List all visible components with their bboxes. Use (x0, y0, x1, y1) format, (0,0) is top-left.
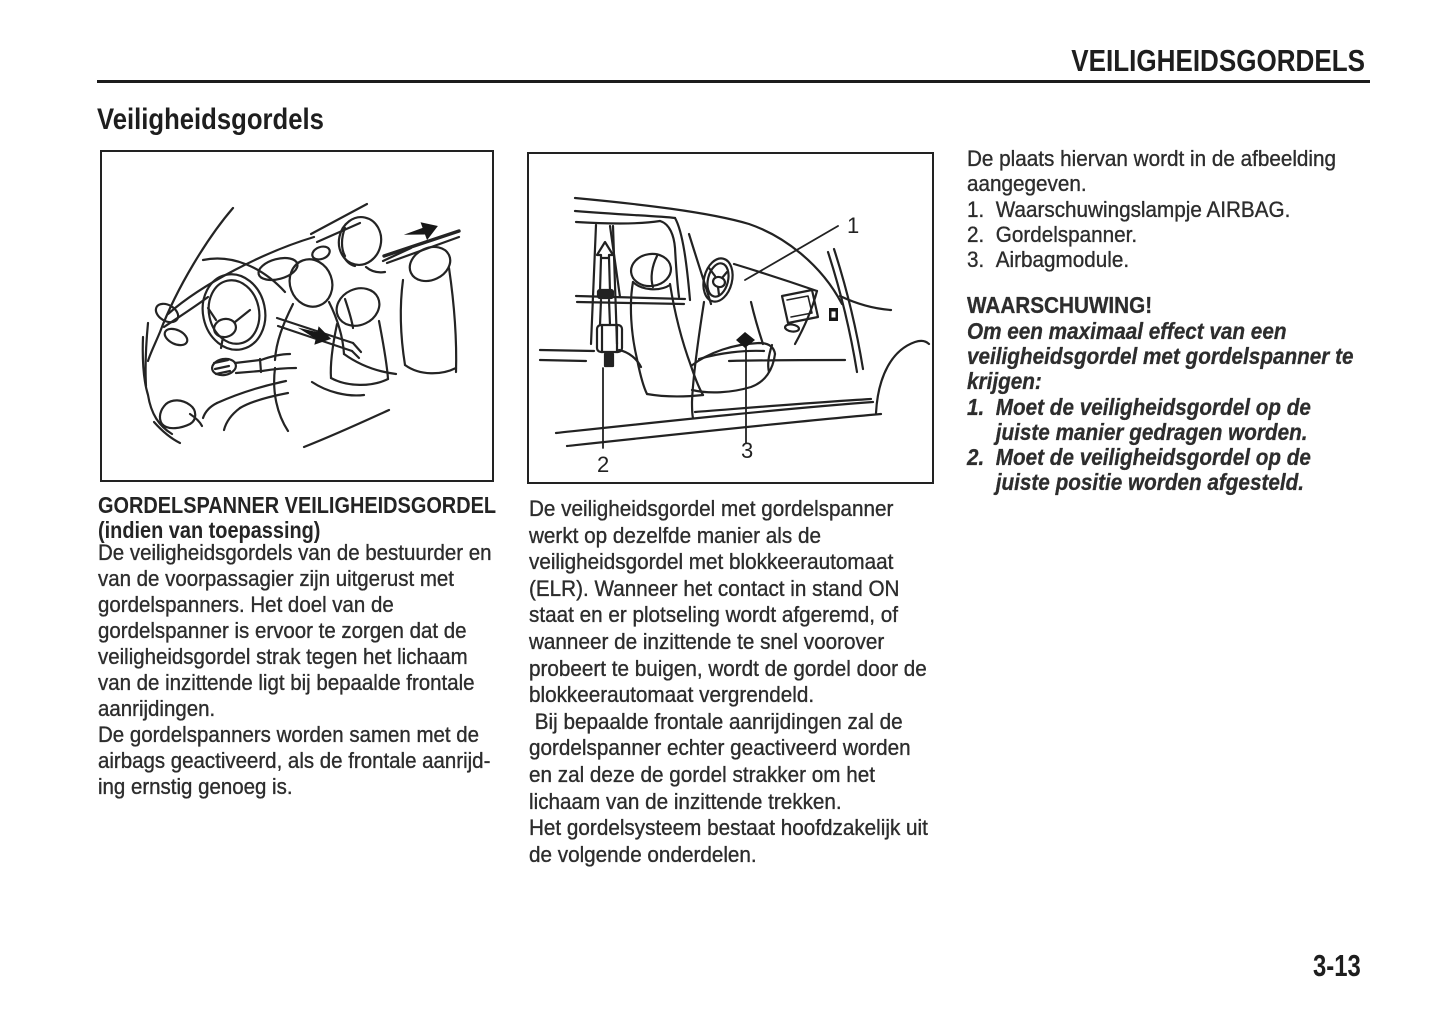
svg-text:2: 2 (597, 452, 609, 477)
svg-text:3: 3 (741, 438, 753, 463)
svg-text:1: 1 (847, 213, 859, 238)
